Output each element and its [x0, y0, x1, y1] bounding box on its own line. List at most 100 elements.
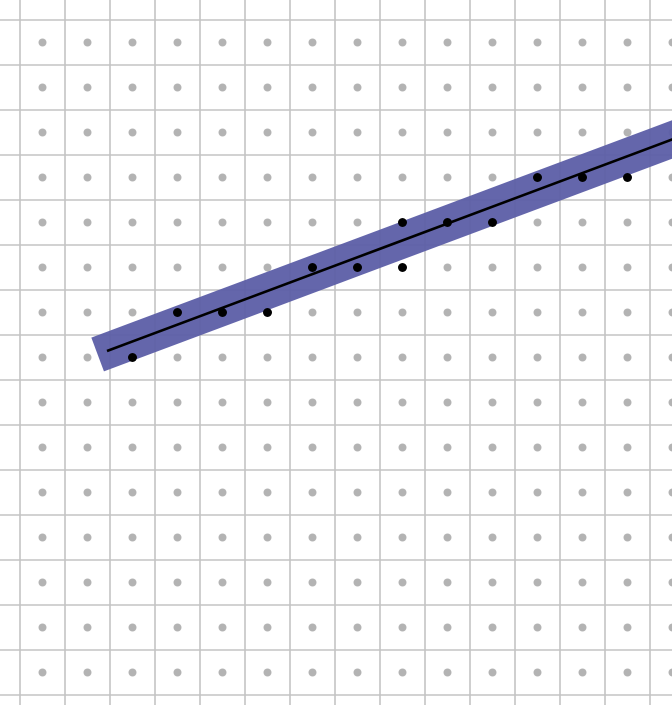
grid-dot	[623, 353, 632, 362]
grid-dot	[578, 128, 587, 137]
grid-dot	[578, 263, 587, 272]
grid-dot	[668, 668, 672, 677]
grid-dot	[488, 173, 497, 182]
grid-dot	[263, 443, 272, 452]
grid-dot	[173, 623, 182, 632]
grid-dot	[398, 578, 407, 587]
grid-dot	[38, 488, 47, 497]
grid-dot	[578, 83, 587, 92]
grid-dot	[173, 398, 182, 407]
grid-dot	[353, 173, 362, 182]
grid-dot	[578, 668, 587, 677]
grid-dot	[623, 488, 632, 497]
grid-dot	[308, 38, 317, 47]
highlighted-point	[443, 218, 452, 227]
grid-dot	[83, 533, 92, 542]
grid-dot	[83, 128, 92, 137]
grid-dot	[173, 578, 182, 587]
grid-dot	[353, 353, 362, 362]
grid-dot	[623, 578, 632, 587]
grid-dot	[263, 38, 272, 47]
grid-dot	[488, 353, 497, 362]
grid-dot	[398, 173, 407, 182]
grid-dot	[533, 623, 542, 632]
grid-dot	[488, 398, 497, 407]
grid-dot	[38, 83, 47, 92]
grid-dot	[533, 218, 542, 227]
grid-dot	[398, 38, 407, 47]
highlighted-point	[128, 353, 137, 362]
grid-dot	[533, 38, 542, 47]
grid-dot	[83, 353, 92, 362]
grid-dot	[668, 488, 672, 497]
grid-dot	[218, 488, 227, 497]
grid-dot	[218, 83, 227, 92]
grid-dot	[398, 83, 407, 92]
grid-dot	[488, 488, 497, 497]
grid-dot	[38, 128, 47, 137]
grid-dot	[578, 443, 587, 452]
grid-dot	[128, 488, 137, 497]
grid-dot	[623, 263, 632, 272]
grid-dot	[308, 173, 317, 182]
grid-dot	[578, 38, 587, 47]
grid-dot	[263, 668, 272, 677]
grid-dot	[353, 578, 362, 587]
grid-dot	[353, 398, 362, 407]
grid-dot	[578, 578, 587, 587]
grid-dot	[353, 668, 362, 677]
highlighted-point	[218, 308, 227, 317]
grid-dot	[443, 668, 452, 677]
grid-dot	[398, 488, 407, 497]
grid-dot	[488, 623, 497, 632]
grid-dot	[533, 488, 542, 497]
grid-dot	[623, 623, 632, 632]
grid-dot	[218, 623, 227, 632]
grid-dot	[398, 623, 407, 632]
grid-dot	[668, 173, 672, 182]
grid-dot	[263, 263, 272, 272]
grid-dot	[353, 83, 362, 92]
grid-dot	[443, 38, 452, 47]
grid-dot	[128, 83, 137, 92]
grid-dot	[173, 263, 182, 272]
grid-dot	[533, 578, 542, 587]
grid-dot	[623, 128, 632, 137]
grid-dot	[668, 308, 672, 317]
grid-dot	[488, 38, 497, 47]
grid-dot	[38, 578, 47, 587]
grid-dot	[218, 398, 227, 407]
grid-dot	[128, 38, 137, 47]
grid-dot	[308, 128, 317, 137]
grid-dot	[488, 83, 497, 92]
grid-dot	[263, 578, 272, 587]
grid-dot	[533, 308, 542, 317]
grid-dot	[533, 83, 542, 92]
grid-dot	[173, 128, 182, 137]
grid-dot	[533, 398, 542, 407]
grid-dot	[38, 38, 47, 47]
grid-dot	[353, 128, 362, 137]
grid-dot	[173, 173, 182, 182]
highlighted-point	[398, 218, 407, 227]
grid-dot	[443, 263, 452, 272]
grid-dot	[668, 533, 672, 542]
grid-dot	[488, 308, 497, 317]
highlighted-point	[578, 173, 587, 182]
grid-dot	[263, 488, 272, 497]
grid-dot	[578, 533, 587, 542]
grid-dot	[578, 353, 587, 362]
highlighted-point	[488, 218, 497, 227]
grid-dot	[38, 353, 47, 362]
grid-dot	[38, 398, 47, 407]
highlighted-point	[623, 173, 632, 182]
grid-dot	[488, 668, 497, 677]
grid-dot	[398, 353, 407, 362]
grid-dot	[38, 668, 47, 677]
grid-dot	[128, 398, 137, 407]
grid-dot	[38, 218, 47, 227]
grid-dot	[398, 398, 407, 407]
grid-dot	[668, 578, 672, 587]
grid-dot	[668, 218, 672, 227]
